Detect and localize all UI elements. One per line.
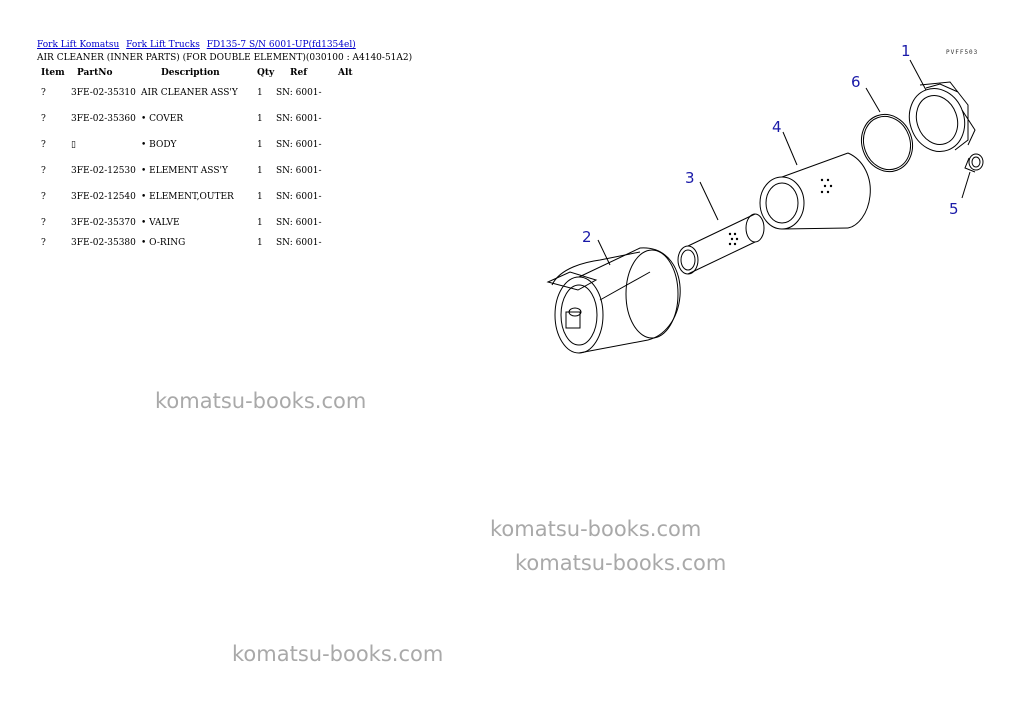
valve-drawing bbox=[964, 153, 984, 173]
breadcrumb-link-model[interactable]: FD135-7 S/N 6001-UP(fd1354el) bbox=[206, 40, 356, 50]
inner-element-drawing bbox=[677, 213, 765, 275]
cell-description: • BODY bbox=[141, 140, 177, 150]
leader-lines bbox=[597, 59, 971, 266]
cell-item: ? bbox=[41, 218, 46, 228]
table-row: ? ▯ • BODY 1 SN: 6001- bbox=[37, 132, 353, 158]
cell-ref: SN: 6001- bbox=[276, 192, 322, 202]
header-item: Item bbox=[41, 68, 65, 78]
cell-ref: SN: 6001- bbox=[276, 238, 322, 248]
table-row: ? 3FE-02-12540 • ELEMENT,OUTER 1 SN: 600… bbox=[37, 184, 353, 210]
cell-description: • VALVE bbox=[141, 218, 180, 228]
callout-3: 3 bbox=[685, 169, 695, 187]
cell-item: ? bbox=[41, 192, 46, 202]
cell-ref: SN: 6001- bbox=[276, 218, 322, 228]
callout-5: 5 bbox=[949, 200, 959, 218]
table-row: ? 3FE-02-35310 AIR CLEANER ASS'Y 1 SN: 6… bbox=[37, 80, 353, 106]
cell-qty: 1 bbox=[257, 238, 263, 248]
cell-partno: ▯ bbox=[71, 140, 76, 150]
cell-item: ? bbox=[41, 140, 46, 150]
breadcrumb: Fork Lift Komatsu Fork Lift Trucks FD135… bbox=[37, 40, 360, 50]
header-description: Description bbox=[161, 68, 220, 78]
cell-ref: SN: 6001- bbox=[276, 114, 322, 124]
outer-element-drawing bbox=[759, 152, 871, 230]
breadcrumb-link-fork-lift-komatsu[interactable]: Fork Lift Komatsu bbox=[37, 40, 120, 50]
header-qty: Qty bbox=[257, 68, 275, 78]
watermark: komatsu-books.com bbox=[232, 642, 444, 666]
breadcrumb-link-fork-lift-trucks[interactable]: Fork Lift Trucks bbox=[126, 40, 200, 50]
cell-item: ? bbox=[41, 166, 46, 176]
cell-item: ? bbox=[41, 238, 46, 248]
table-header-row: Item PartNo Description Qty Ref Alt bbox=[37, 66, 353, 80]
cell-item: ? bbox=[41, 88, 46, 98]
diagram-code: PVFF503 bbox=[946, 49, 978, 56]
cell-partno: 3FE-02-35380 bbox=[71, 238, 136, 248]
cell-description: • O-RING bbox=[141, 238, 186, 248]
cell-description: • COVER bbox=[141, 114, 184, 124]
cell-description: • ELEMENT ASS'Y bbox=[141, 166, 228, 176]
callout-4: 4 bbox=[772, 118, 782, 136]
cell-partno: 3FE-02-12530 bbox=[71, 166, 136, 176]
cell-qty: 1 bbox=[257, 88, 263, 98]
callout-6: 6 bbox=[851, 73, 861, 91]
cell-ref: SN: 6001- bbox=[276, 166, 322, 176]
cell-qty: 1 bbox=[257, 166, 263, 176]
watermark: komatsu-books.com bbox=[515, 551, 727, 575]
header-partno: PartNo bbox=[77, 68, 113, 78]
watermark: komatsu-books.com bbox=[490, 517, 702, 541]
watermark: komatsu-books.com bbox=[155, 389, 367, 413]
cell-qty: 1 bbox=[257, 114, 263, 124]
cell-qty: 1 bbox=[257, 192, 263, 202]
table-row: ? 3FE-02-35380 • O-RING 1 SN: 6001- bbox=[37, 236, 353, 250]
cell-qty: 1 bbox=[257, 140, 263, 150]
cell-description: AIR CLEANER ASS'Y bbox=[141, 88, 238, 98]
table-row: ? 3FE-02-12530 • ELEMENT ASS'Y 1 SN: 600… bbox=[37, 158, 353, 184]
cell-partno: 3FE-02-12540 bbox=[71, 192, 136, 202]
callout-1: 1 bbox=[901, 42, 911, 60]
cell-item: ? bbox=[41, 114, 46, 124]
body-drawing bbox=[908, 81, 976, 152]
cell-qty: 1 bbox=[257, 218, 263, 228]
cell-partno: 3FE-02-35310 bbox=[71, 88, 136, 98]
cell-description: • ELEMENT,OUTER bbox=[141, 192, 234, 202]
table-row: ? 3FE-02-35370 • VALVE 1 SN: 6001- bbox=[37, 210, 353, 236]
cell-partno: 3FE-02-35370 bbox=[71, 218, 136, 228]
cover-housing-drawing bbox=[546, 247, 681, 354]
header-ref: Ref bbox=[290, 68, 308, 78]
parts-table: Item PartNo Description Qty Ref Alt ? 3F… bbox=[37, 66, 353, 250]
table-row: ? 3FE-02-35360 • COVER 1 SN: 6001- bbox=[37, 106, 353, 132]
o-ring-drawing bbox=[860, 113, 914, 173]
callout-2: 2 bbox=[582, 228, 592, 246]
page-subtitle: AIR CLEANER (INNER PARTS) (FOR DOUBLE EL… bbox=[37, 53, 413, 63]
cell-ref: SN: 6001- bbox=[276, 88, 322, 98]
cell-partno: 3FE-02-35360 bbox=[71, 114, 136, 124]
cell-ref: SN: 6001- bbox=[276, 140, 322, 150]
header-alt: Alt bbox=[338, 68, 353, 78]
